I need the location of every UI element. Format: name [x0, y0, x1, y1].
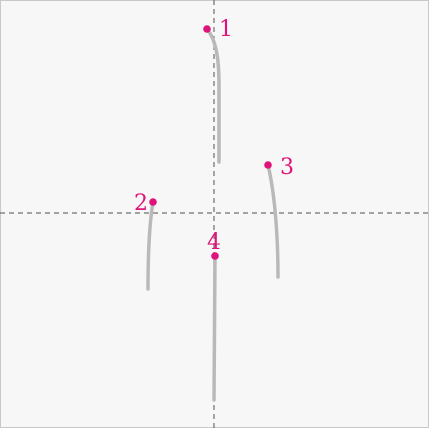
stroke-3-path — [266, 163, 280, 279]
stroke-4-path — [212, 254, 217, 402]
stroke-2-label: 2 — [134, 191, 148, 216]
stroke-4-label: 4 — [207, 230, 221, 255]
stroke-1-label: 1 — [219, 17, 233, 42]
stroke-2-start-marker — [149, 198, 157, 206]
stroke-3-start-marker — [264, 161, 272, 169]
stroke-2-path — [146, 200, 155, 291]
stroke-1-start-marker — [203, 25, 211, 33]
stroke-1-path — [205, 27, 221, 164]
stroke-3-label: 3 — [280, 155, 294, 180]
stroke-4-start-marker — [211, 252, 219, 260]
